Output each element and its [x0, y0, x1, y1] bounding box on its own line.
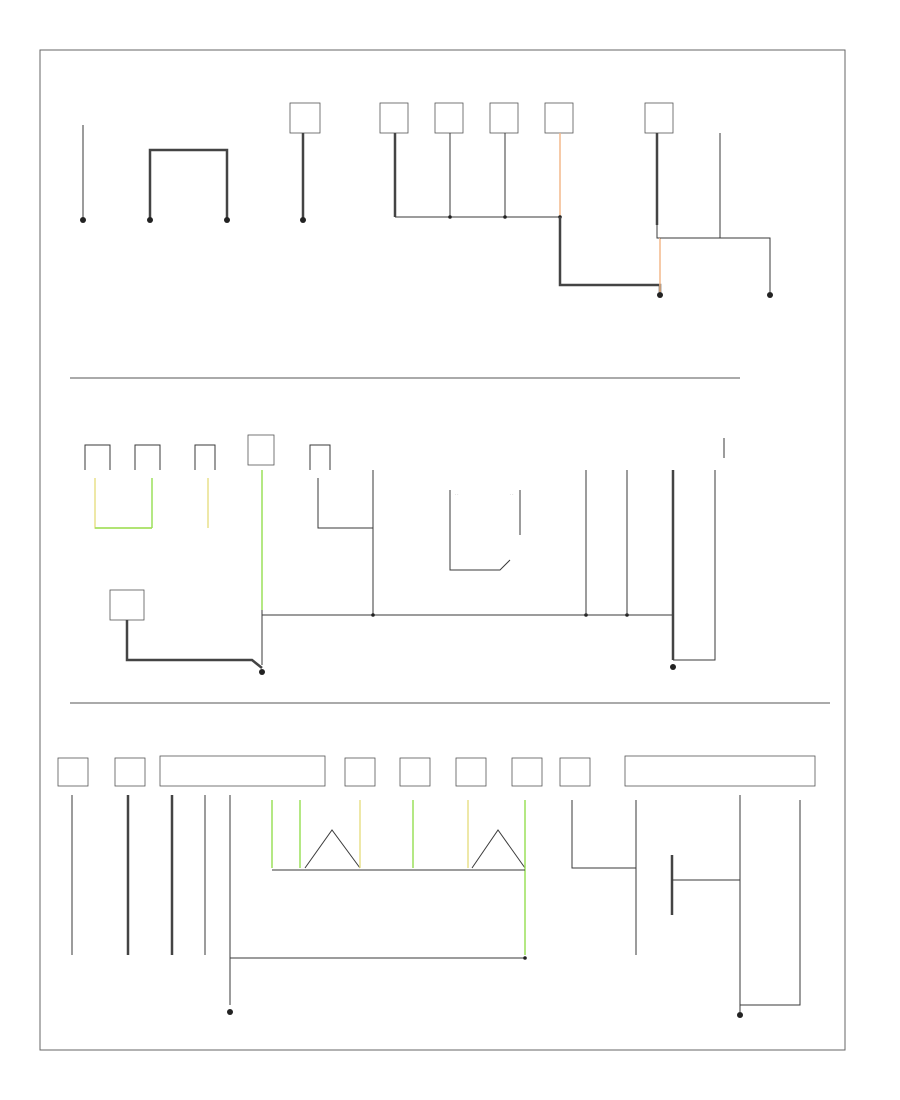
splice	[371, 613, 375, 617]
mid-connector-mark: - -	[455, 492, 458, 496]
ground-point	[670, 664, 676, 670]
connector-outline	[309, 444, 331, 470]
wire	[673, 470, 716, 661]
component-box	[455, 757, 487, 787]
wire	[449, 490, 511, 571]
component-box	[247, 434, 275, 466]
ground-point	[767, 292, 773, 298]
ground-point	[227, 1009, 233, 1015]
component-box	[544, 102, 574, 134]
component-box	[559, 757, 591, 787]
ground-point	[224, 217, 230, 223]
wire	[558, 217, 662, 292]
splice	[523, 956, 527, 960]
connector-outline	[134, 444, 161, 470]
ground-point	[80, 217, 86, 223]
wire	[740, 800, 801, 1006]
component-box	[624, 755, 816, 787]
component-box	[399, 757, 431, 787]
wire	[317, 478, 374, 529]
wire-x	[471, 829, 526, 869]
component-box	[379, 102, 409, 134]
component-box	[511, 757, 543, 787]
diagram-frame	[39, 49, 846, 1051]
wire	[660, 237, 771, 292]
splice	[503, 215, 507, 219]
splice	[448, 215, 452, 219]
ground-point	[300, 217, 306, 223]
connector-outline	[84, 444, 111, 470]
ground-point	[737, 1012, 743, 1018]
component-box	[109, 589, 145, 621]
wire	[125, 620, 263, 669]
component-box	[159, 755, 326, 787]
component-box	[114, 757, 146, 787]
ground-point	[259, 669, 265, 675]
wire-x	[304, 829, 361, 869]
section-1	[80, 102, 773, 298]
component-box	[344, 757, 376, 787]
connector-outline	[194, 444, 216, 470]
section-3	[57, 755, 816, 1018]
wire	[571, 800, 637, 869]
component-box	[644, 102, 674, 134]
ground-point	[657, 292, 663, 298]
component-box	[434, 102, 464, 134]
wire-green-yellow	[94, 478, 152, 529]
ground-point	[147, 217, 153, 223]
mid-connector-mark: - -	[510, 492, 513, 496]
component-box	[489, 102, 519, 134]
wire	[656, 225, 721, 239]
component-box	[57, 757, 89, 787]
wire-loop	[148, 148, 229, 218]
component-box	[289, 102, 321, 134]
section-2: - - - -	[84, 434, 725, 675]
